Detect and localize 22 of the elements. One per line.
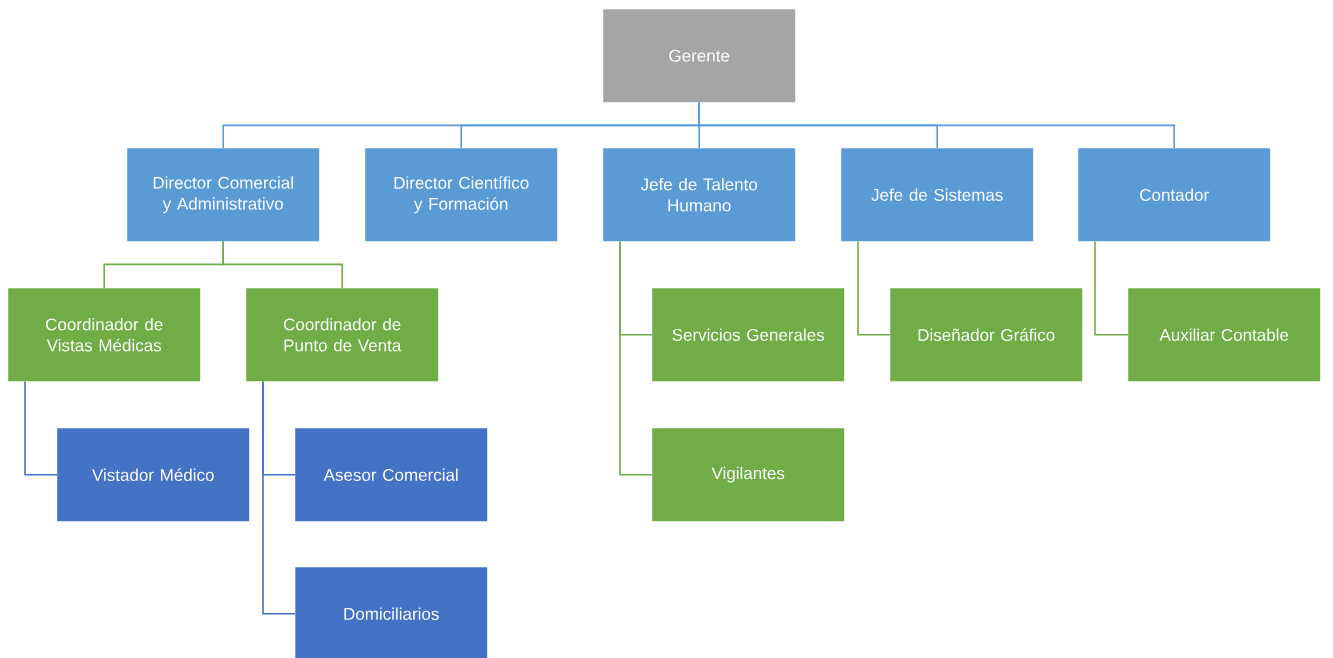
org-box: Auxiliar Contable: [1128, 288, 1321, 382]
connector-line: [698, 101, 1175, 149]
org-box: Coordinador de Vistas Médicas: [8, 288, 201, 382]
org-box: Diseñador Gráfico: [890, 288, 1083, 382]
org-box: Director Científico y Formación: [365, 148, 558, 242]
connector-line: [222, 240, 343, 289]
org-box: Domiciliarios: [295, 567, 488, 658]
org-box: Coordinador de Punto de Venta: [246, 288, 439, 382]
connector-line: [24, 380, 58, 476]
connector-line: [1094, 240, 1129, 336]
org-box: Vistador Médico: [57, 428, 250, 522]
connector-line: [857, 240, 891, 336]
org-box: Jefe de Talento Humano: [603, 148, 796, 242]
connector-line: [262, 380, 296, 615]
org-box: Jefe de Sistemas: [841, 148, 1034, 242]
connector-line: [619, 240, 653, 476]
org-box: Asesor Comercial: [295, 428, 488, 522]
org-box: Gerente: [603, 9, 796, 103]
org-box: Servicios Generales: [652, 288, 845, 382]
org-box: Contador: [1078, 148, 1271, 242]
org-box: Director Comercial y Administrativo: [127, 148, 320, 242]
org-box: Vigilantes: [652, 428, 845, 522]
